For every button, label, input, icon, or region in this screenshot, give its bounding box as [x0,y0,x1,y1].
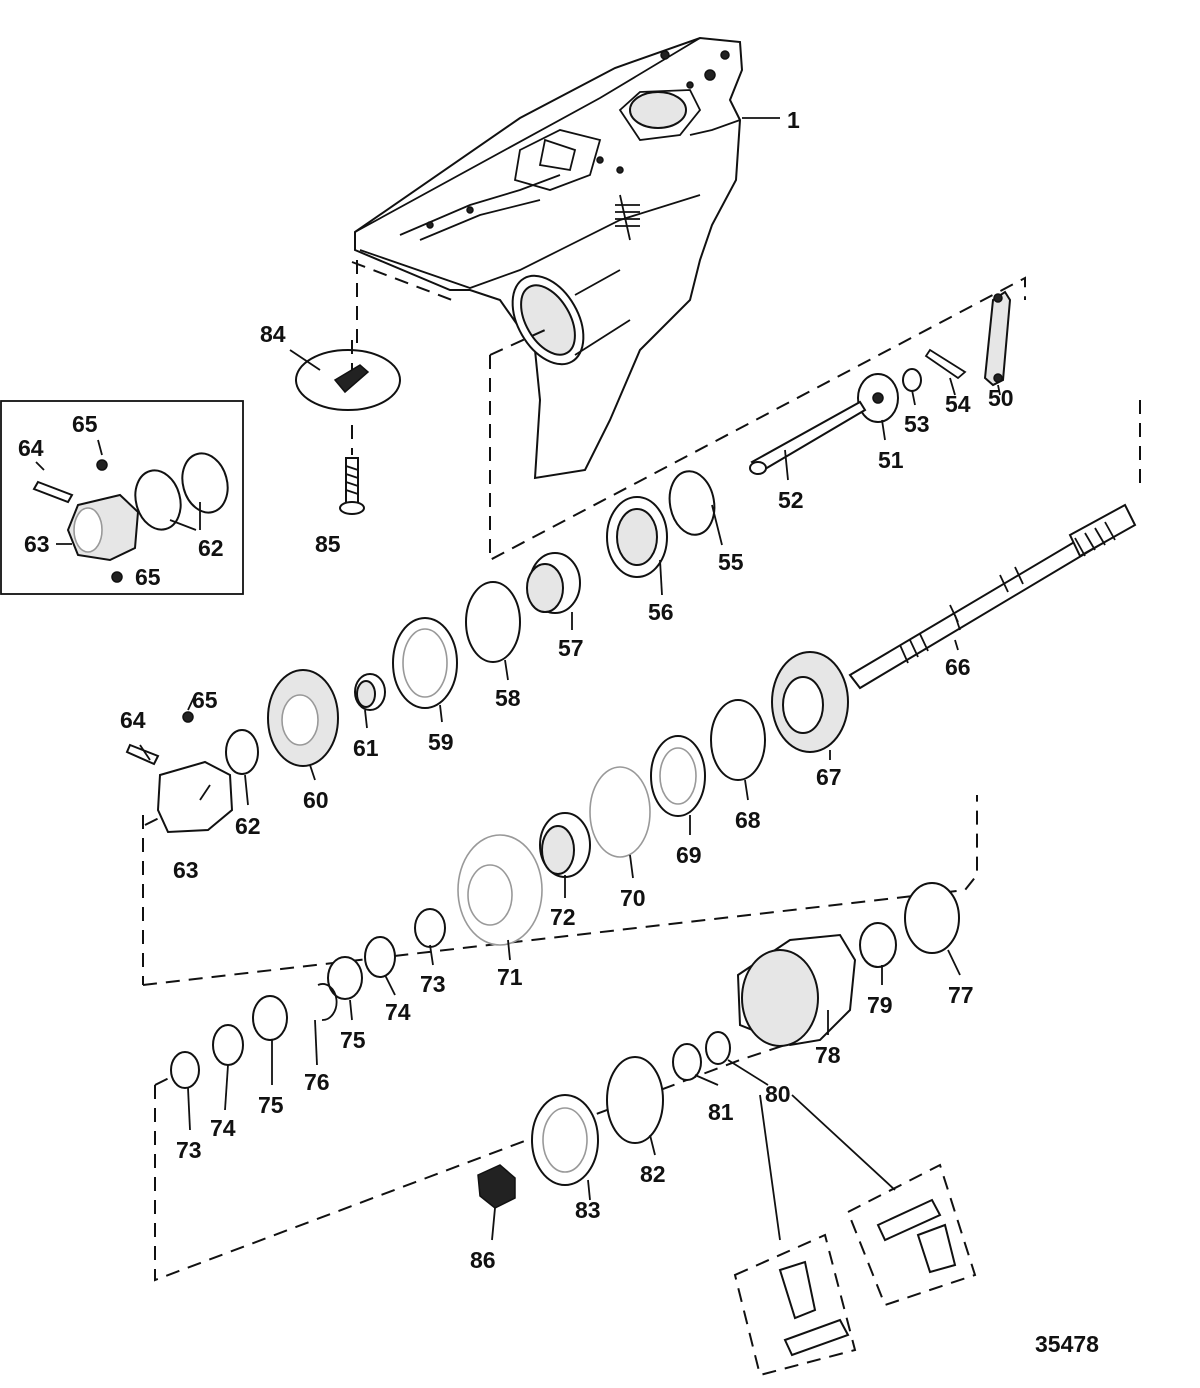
callout-69: 69 [676,842,702,868]
detail-box-80 [846,1163,977,1307]
callout-82: 82 [640,1161,666,1187]
bearing-stack-row4 [477,1031,896,1241]
callout-63-inset: 63 [24,531,50,557]
callout-65: 65 [192,687,218,713]
leader-lines [139,504,961,1241]
callout-73: 73 [420,971,446,997]
pump-plate [289,340,401,455]
callout-56: 56 [648,599,674,625]
bearing-stack-row2 [457,651,849,946]
callout-77: 77 [948,982,974,1008]
callout-58: 58 [495,685,521,711]
callout-54: 54 [945,391,971,417]
propeller-shaft [848,503,1137,690]
callout-67: 67 [816,764,842,790]
callout-66: 66 [945,654,971,680]
callout-64-inset: 64 [18,435,44,461]
callout-75: 75 [340,1027,366,1053]
callout-76: 76 [304,1069,330,1095]
callout-71: 71 [497,964,523,990]
callout-81: 81 [708,1099,734,1125]
callout-79: 79 [867,992,893,1018]
screw [339,457,365,515]
callout-63: 63 [173,857,199,883]
callout-52: 52 [778,487,804,513]
callout-72: 72 [550,904,576,930]
callout-50: 50 [988,385,1014,411]
inset-clutch-detail [32,439,229,583]
callout-1: 1 [787,107,800,133]
callout-68: 68 [735,807,761,833]
callout-74-lower: 74 [210,1115,236,1141]
callout-55: 55 [718,549,744,575]
callout-73-lower: 73 [176,1137,202,1163]
callout-80: 80 [765,1081,791,1107]
callout-64: 64 [120,707,146,733]
callout-86: 86 [470,1247,496,1273]
callout-75-lower: 75 [258,1092,284,1118]
callout-59: 59 [428,729,454,755]
callout-60: 60 [303,787,329,813]
callout-74: 74 [385,999,411,1025]
inset-detail-box [0,400,244,595]
gear-housing [354,36,744,480]
callout-61: 61 [353,735,379,761]
callout-62-inset: 62 [198,535,224,561]
callout-83: 83 [575,1197,601,1223]
callout-51: 51 [878,447,904,473]
shift-linkage [749,290,1012,481]
callout-65-inset-top: 65 [72,411,98,437]
figure-number: 35478 [1035,1331,1099,1357]
callout-labels: 1 50 51 52 53 54 55 56 57 58 59 60 61 62… [18,107,1014,1273]
callout-85: 85 [315,531,341,557]
callout-57: 57 [558,635,584,661]
callout-70: 70 [620,885,646,911]
callout-65-inset-bottom: 65 [135,564,161,590]
bearing-stack-row1 [125,470,716,834]
detail-box-81 [733,1233,857,1377]
callout-62: 62 [235,813,261,839]
callout-53: 53 [904,411,930,437]
bearing-stack-row3 [170,882,960,1089]
dashed-assembly-lines [142,260,1141,1282]
callout-78: 78 [815,1042,841,1068]
callout-84: 84 [260,321,286,347]
